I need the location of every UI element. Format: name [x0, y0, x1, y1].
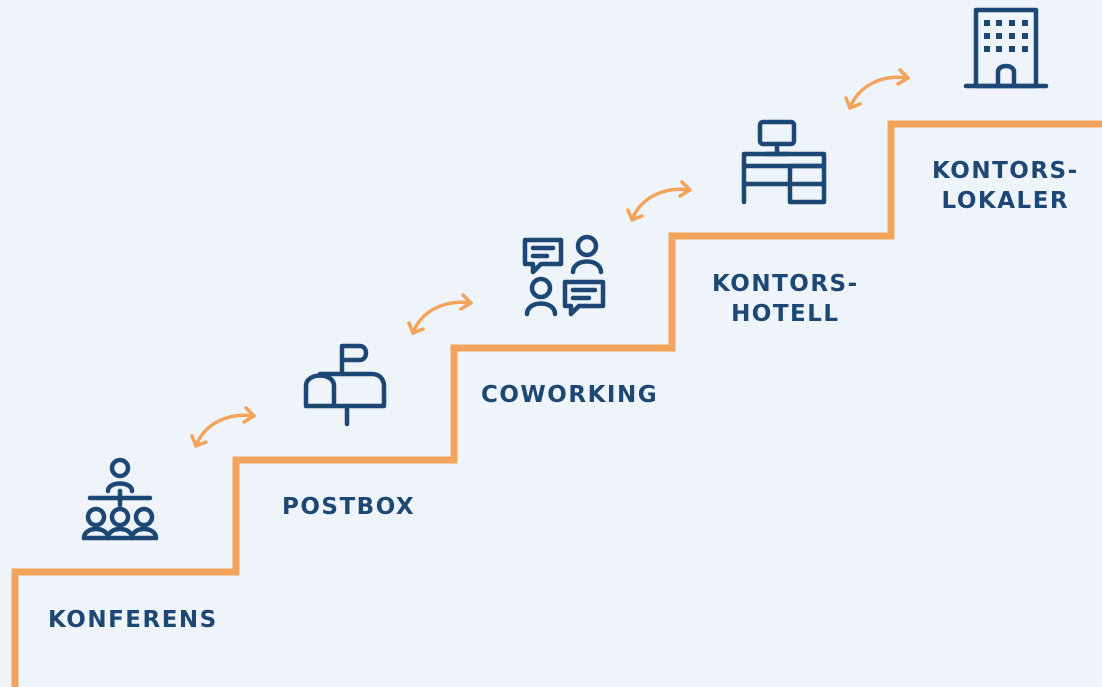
desk-icon — [741, 119, 827, 205]
double-arrow-icon — [190, 406, 256, 448]
step-label-kontorslokaler: KONTORS- LOKALER — [932, 158, 1079, 214]
double-arrow-icon — [407, 293, 473, 335]
step-label-konferens: KONFERENS — [48, 607, 218, 633]
mailbox-icon — [303, 343, 387, 427]
double-arrow-icon — [844, 68, 910, 110]
stair-path — [11, 120, 1102, 687]
coworking-icon — [522, 234, 606, 317]
step-label-kontorshotell: KONTORS- HOTELL — [712, 271, 859, 327]
double-arrow-icon — [626, 180, 692, 222]
step-label-coworking: COWORKING — [481, 382, 659, 408]
office-building-icon — [963, 7, 1049, 89]
conference-icon — [81, 457, 159, 541]
step-label-postbox: POSTBOX — [282, 494, 416, 520]
